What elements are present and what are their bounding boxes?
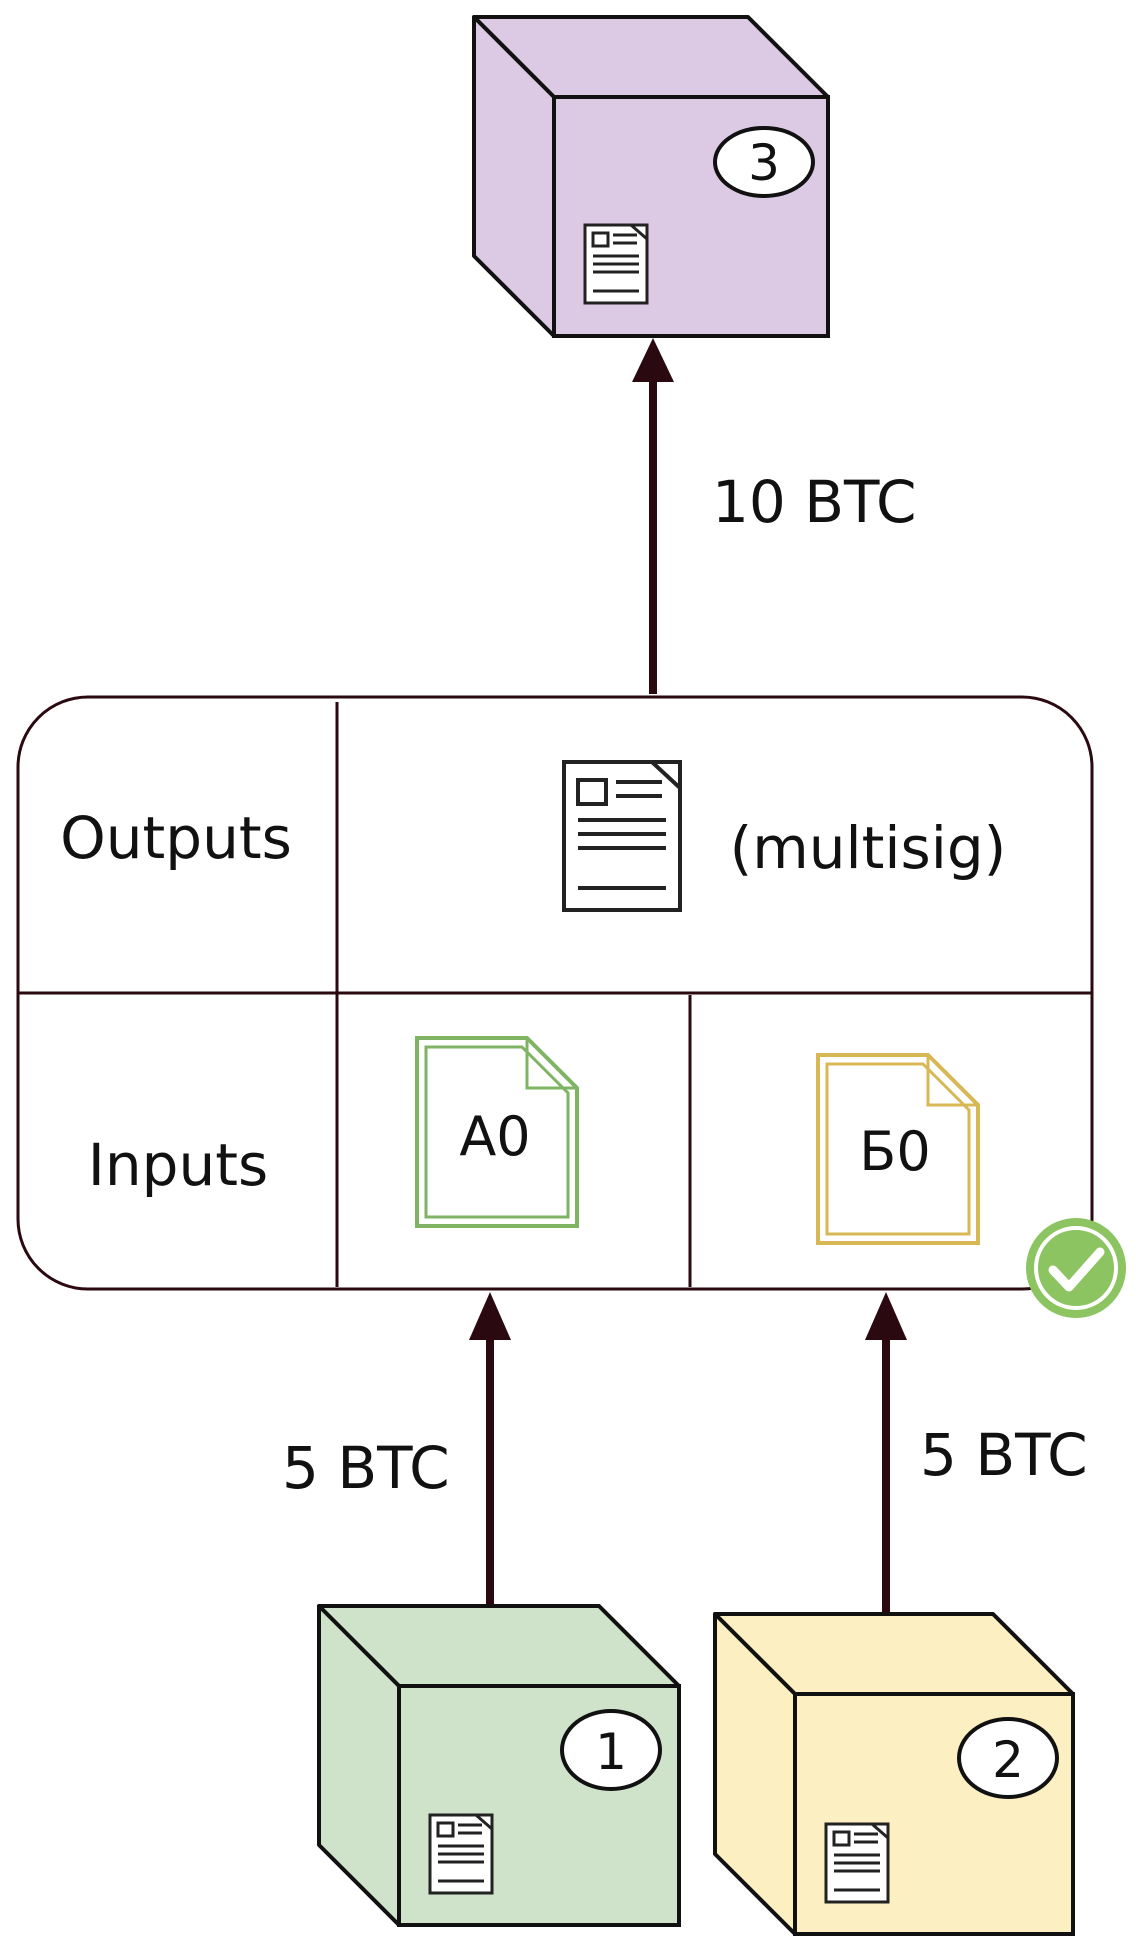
cube-box-1: 1 [317, 1604, 681, 1927]
output-amount-label: 10 BTC [712, 468, 917, 536]
cube-box-2: 2 [713, 1612, 1075, 1936]
box-number-2: 2 [992, 1731, 1024, 1789]
transaction-table: Outputs Inputs (multisig) A0 Б0 [16, 695, 1094, 1291]
outputs-label: Outputs [60, 804, 292, 872]
input-arrow-right [865, 1292, 907, 1642]
check-badge-icon [1026, 1218, 1126, 1318]
document-icon [824, 1822, 890, 1904]
input-arrow-left [469, 1292, 511, 1640]
output-document-icon [562, 760, 682, 912]
input-a0-label: A0 [459, 1105, 530, 1168]
cube-box-3: 3 [472, 15, 830, 338]
output-script-label: (multisig) [730, 814, 1007, 882]
document-icon [428, 1813, 494, 1895]
box-number-1: 1 [595, 1723, 627, 1781]
box-number-badge [957, 1717, 1059, 1799]
input-left-amount-label: 5 BTC [282, 1434, 450, 1502]
inputs-label: Inputs [88, 1131, 268, 1199]
input-a0-icon [415, 1036, 579, 1228]
input-right-amount-label: 5 BTC [920, 1421, 1088, 1489]
document-icon [583, 223, 649, 305]
box-number-badge [713, 126, 815, 198]
input-b0-icon [816, 1053, 980, 1245]
input-b0-label: Б0 [859, 1120, 930, 1183]
output-arrow [632, 338, 674, 694]
box-number-3: 3 [748, 134, 780, 192]
box-number-badge [560, 1709, 662, 1791]
